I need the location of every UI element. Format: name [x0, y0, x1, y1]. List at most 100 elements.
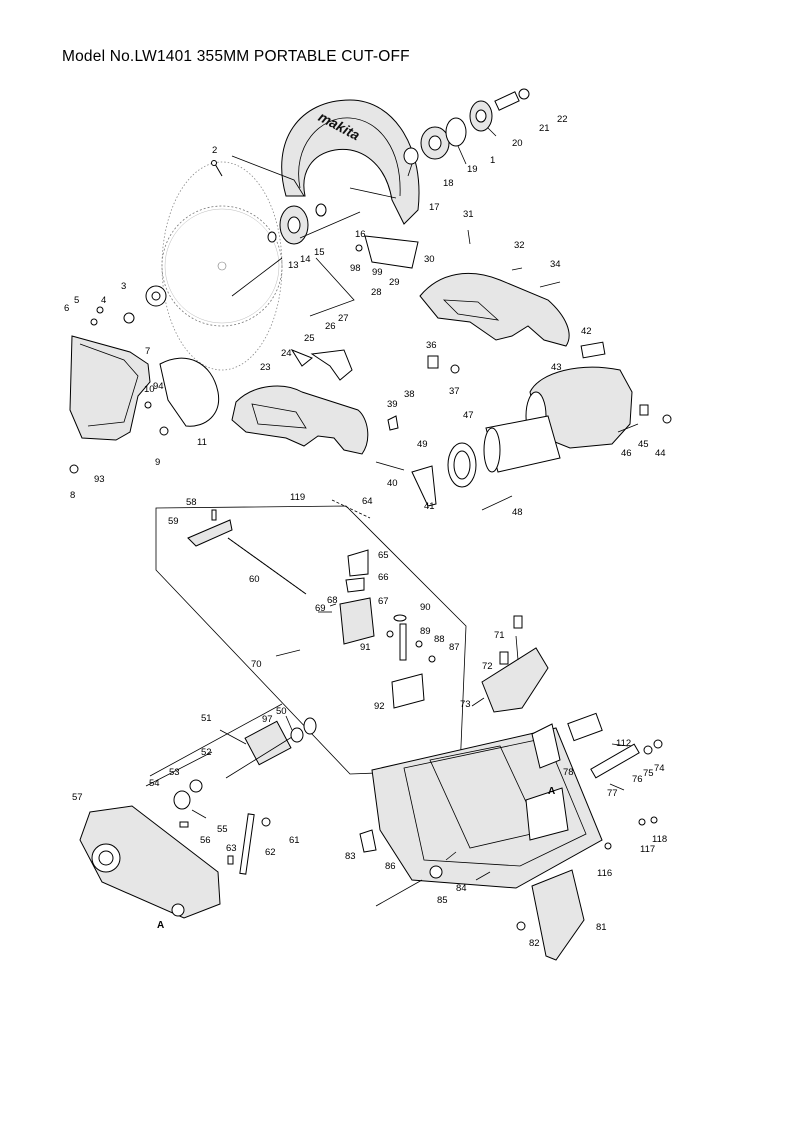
part-label-25: 25 [304, 333, 315, 344]
spindle-gear-drawing [403, 88, 530, 165]
part-label-3: 3 [121, 281, 126, 292]
part-label-41: 41 [424, 501, 435, 512]
part-label-75: 75 [643, 768, 654, 779]
part-label-78: 78 [563, 767, 574, 778]
part-label-64: 64 [362, 496, 373, 507]
part-label-14: 14 [300, 254, 311, 265]
part-label-13: 13 [288, 260, 299, 271]
part-label-112: 112 [616, 738, 631, 749]
part-label-117: 117 [640, 844, 655, 855]
part-label-48: 48 [512, 507, 523, 518]
part-label-10: 10 [144, 384, 155, 395]
part-label-32: 32 [514, 240, 525, 251]
part-label-26: 26 [325, 321, 336, 332]
part-label-59: 59 [168, 516, 179, 527]
part-label-92: 92 [374, 701, 385, 712]
subassembly-frame [155, 499, 467, 775]
part-label-65: 65 [378, 550, 389, 561]
part-label-90: 90 [420, 602, 431, 613]
part-label-5: 5 [74, 295, 79, 306]
part-label-74: 74 [654, 763, 665, 774]
part-label-98: 98 [350, 263, 361, 274]
part-label-66: 66 [378, 572, 389, 583]
part-label-2: 2 [212, 145, 217, 156]
part-label-11: 11 [197, 437, 207, 448]
part-label-42: 42 [581, 326, 592, 337]
part-label-8: 8 [70, 490, 75, 501]
part-label-73: 73 [460, 699, 471, 710]
part-label-20: 20 [512, 138, 523, 149]
part-label-94: 94 [153, 381, 164, 392]
part-label-47: 47 [463, 410, 474, 421]
part-label-17: 17 [429, 202, 440, 213]
part-label-77: 77 [607, 788, 618, 799]
part-label-27: 27 [338, 313, 349, 324]
part-label-116: 116 [597, 868, 612, 879]
part-label-88: 88 [434, 634, 445, 645]
section-marker-a-left: A [157, 920, 164, 931]
leader-lines-lower [219, 635, 629, 881]
part-label-56: 56 [200, 835, 211, 846]
part-label-39: 39 [387, 399, 398, 410]
part-label-29: 29 [389, 277, 400, 288]
part-label-49: 49 [417, 439, 428, 450]
part-label-9: 9 [155, 457, 160, 468]
part-label-44: 44 [655, 448, 666, 459]
armature-drawing [79, 703, 317, 919]
part-label-50: 50 [276, 706, 287, 717]
part-label-87: 87 [449, 642, 460, 653]
diagram-title: Model No.LW1401 355MM PORTABLE CUT-OFF [62, 48, 410, 65]
part-label-31: 31 [463, 209, 474, 220]
part-label-69: 69 [315, 603, 326, 614]
part-label-16: 16 [355, 229, 366, 240]
part-label-6: 6 [64, 303, 69, 314]
part-label-40: 40 [387, 478, 398, 489]
part-label-1: 1 [490, 155, 495, 166]
part-label-118: 118 [652, 834, 667, 845]
flange-drawing [267, 203, 327, 245]
part-label-60: 60 [249, 574, 260, 585]
part-label-67: 67 [378, 596, 389, 607]
part-label-4: 4 [101, 295, 106, 306]
part-label-63: 63 [226, 843, 237, 854]
handle-drawing [231, 273, 570, 455]
part-label-119: 119 [290, 492, 305, 503]
part-label-23: 23 [260, 362, 271, 373]
part-label-54: 54 [149, 778, 160, 789]
part-label-43: 43 [551, 362, 562, 373]
part-label-15: 15 [314, 247, 325, 258]
part-label-81: 81 [596, 922, 607, 933]
part-label-46: 46 [621, 448, 632, 459]
part-label-36: 36 [426, 340, 437, 351]
part-label-19: 19 [467, 164, 478, 175]
part-label-99: 99 [372, 267, 383, 278]
saw-blade-drawing [161, 161, 283, 371]
part-label-51: 51 [201, 713, 212, 724]
left-guard-drawing [69, 285, 220, 474]
part-label-45: 45 [638, 439, 649, 450]
part-label-89: 89 [420, 626, 431, 637]
part-label-68: 68 [327, 595, 338, 606]
part-label-93: 93 [94, 474, 105, 485]
part-label-21: 21 [539, 123, 550, 134]
part-label-30: 30 [424, 254, 435, 265]
section-marker-a-right: A [548, 786, 555, 797]
part-label-70: 70 [251, 659, 262, 670]
leader-lines-upper [231, 127, 497, 317]
part-label-57: 57 [72, 792, 83, 803]
bracket-drawing [211, 160, 419, 269]
part-label-38: 38 [404, 389, 415, 400]
part-label-62: 62 [265, 847, 276, 858]
part-label-22: 22 [557, 114, 568, 125]
part-label-91: 91 [360, 642, 371, 653]
part-labels: 1 2 3 4 5 6 7 8 9 10 11 13 14 15 16 17 1… [64, 114, 667, 949]
part-label-84: 84 [456, 883, 467, 894]
part-label-83: 83 [345, 851, 356, 862]
part-label-37: 37 [449, 386, 460, 397]
part-label-7: 7 [145, 346, 150, 357]
base-drawing [359, 615, 663, 961]
part-label-55: 55 [217, 824, 228, 835]
part-label-71: 71 [494, 630, 505, 641]
part-label-28: 28 [371, 287, 382, 298]
